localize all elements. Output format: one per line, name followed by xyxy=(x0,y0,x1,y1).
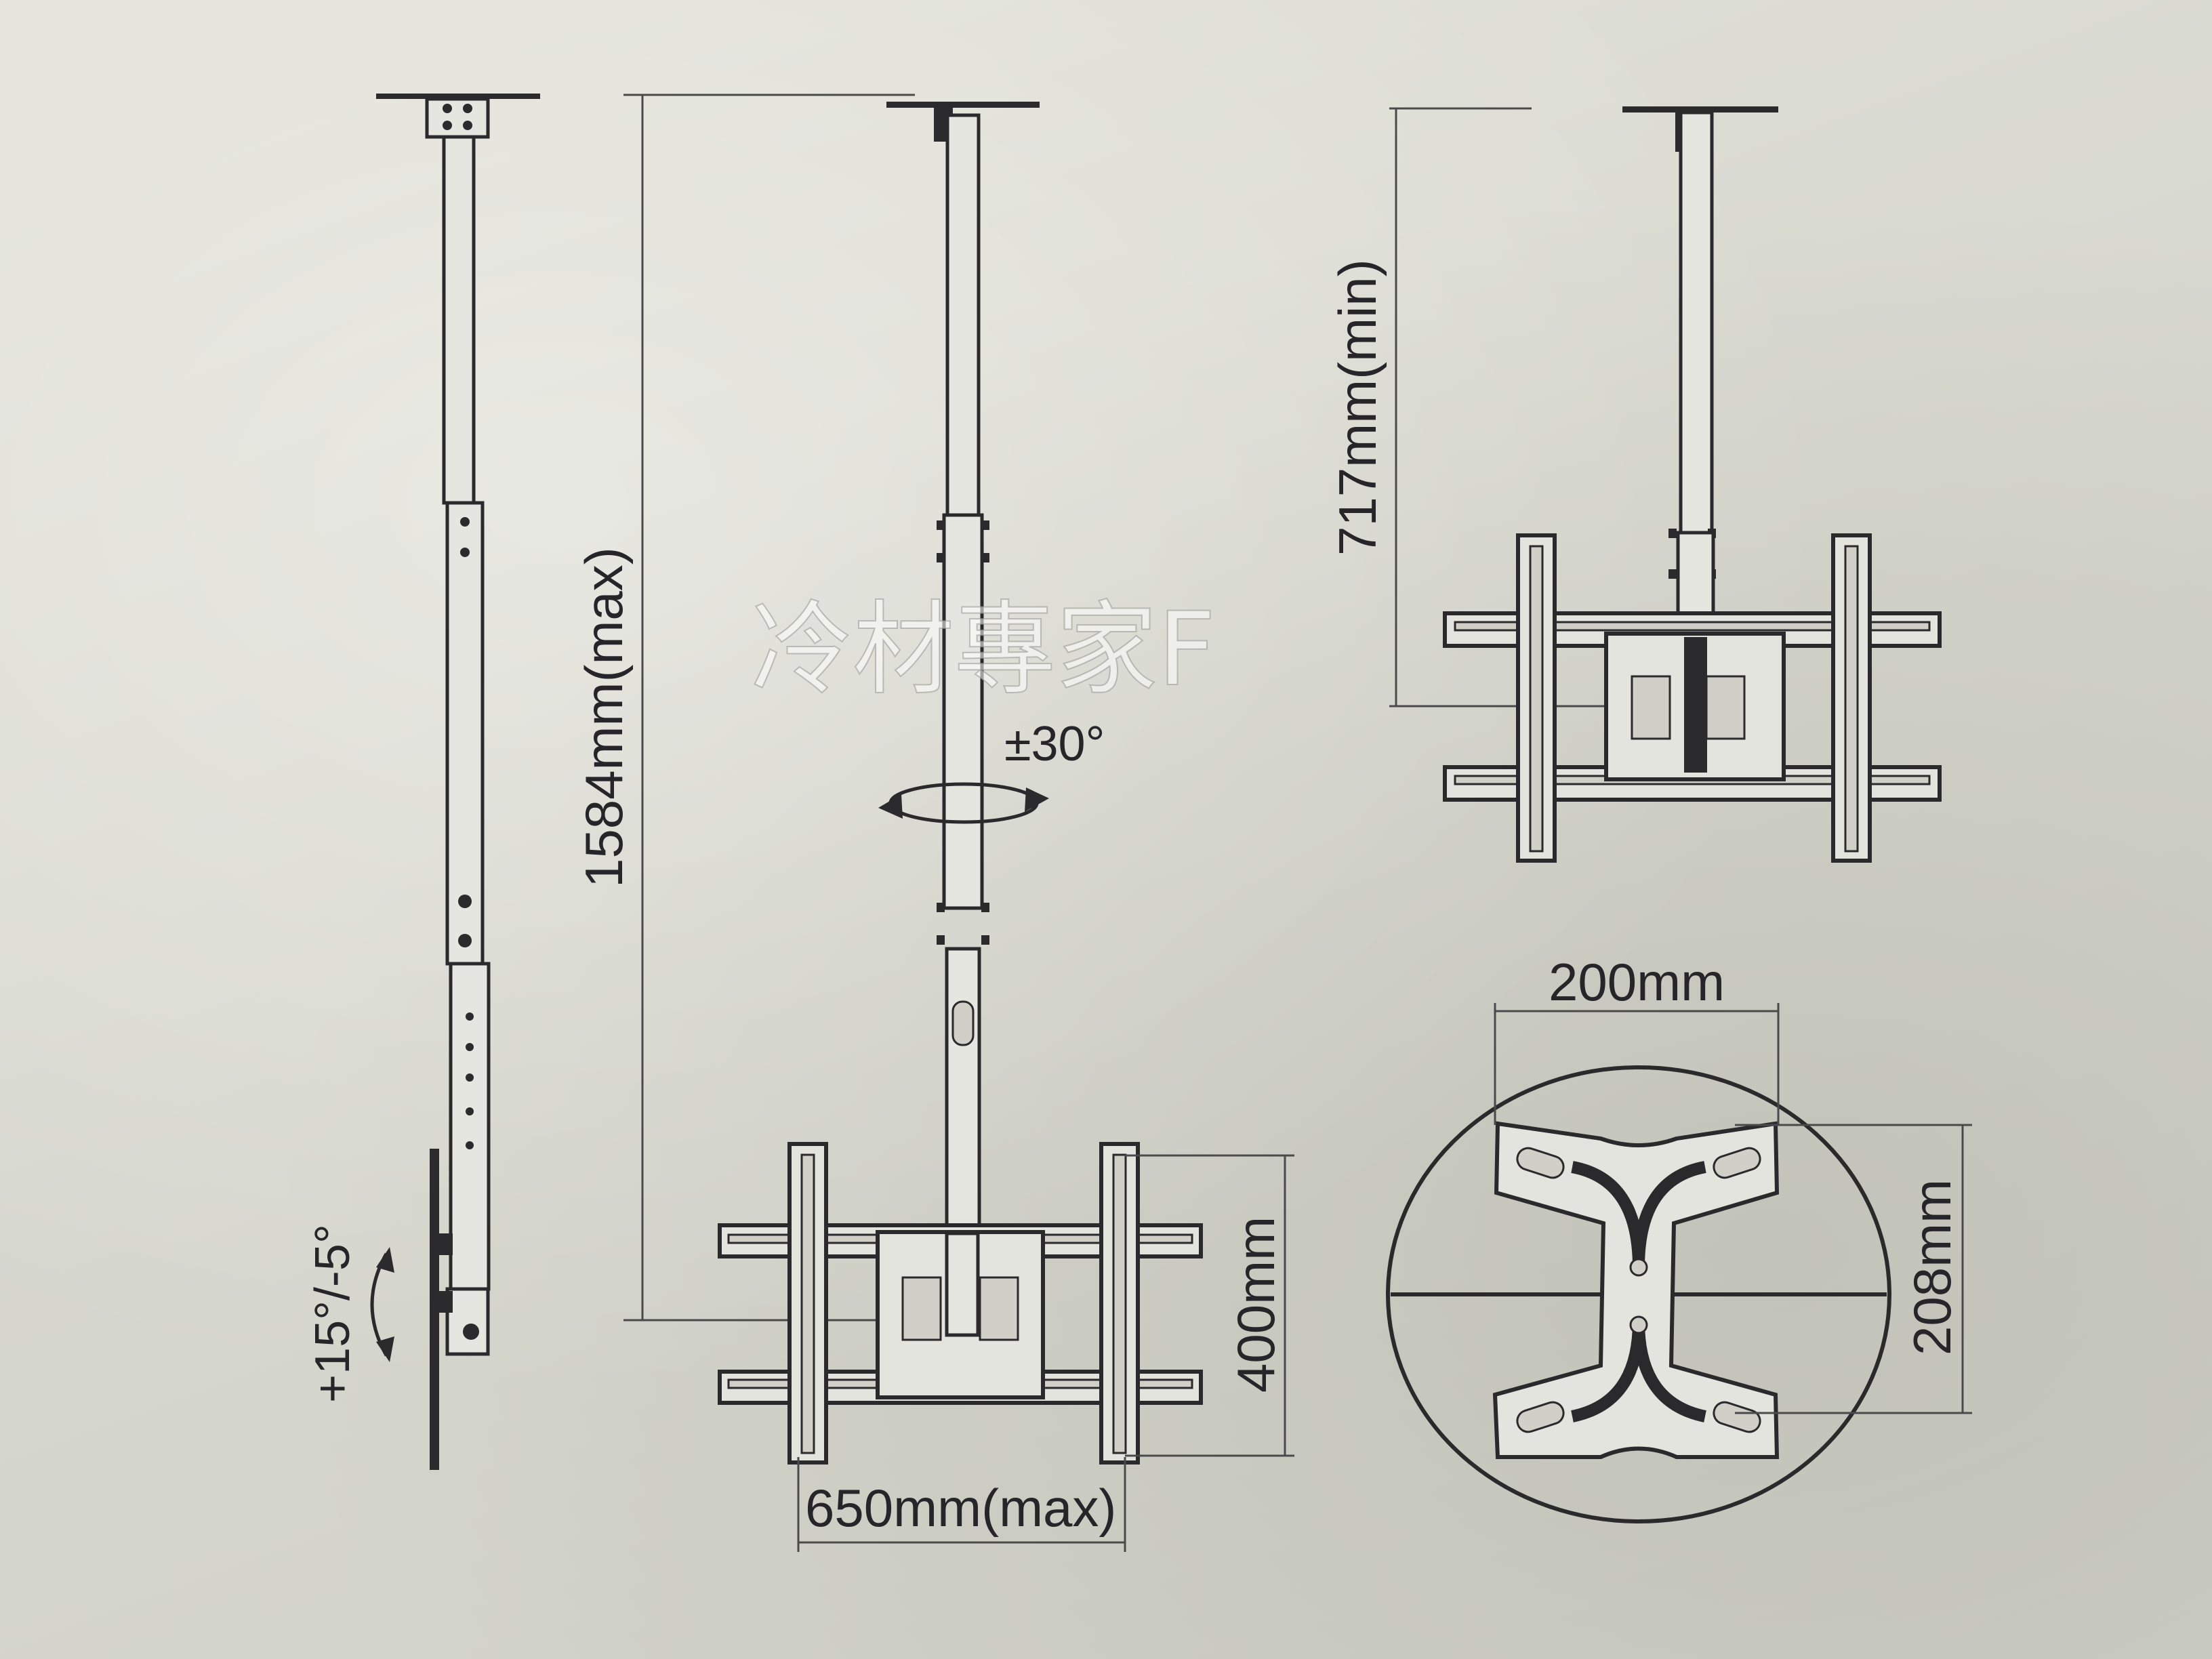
front-view-mount xyxy=(886,102,1040,1337)
min-view-mount xyxy=(1622,106,1778,616)
width-max-label: 650mm(max) xyxy=(805,1478,1116,1538)
swivel-angle-label: ±30° xyxy=(1004,717,1105,771)
plate-height-label: 208mm xyxy=(1902,1179,1962,1355)
plate-width-label: 200mm xyxy=(1549,952,1725,1012)
front-view-bracket xyxy=(718,1142,1203,1465)
side-view-mount xyxy=(376,94,540,1470)
height-max-label: 1584mm(max) xyxy=(574,547,634,888)
height-min-label: 717mm(min) xyxy=(1328,259,1387,556)
swivel-arrow-icon xyxy=(878,782,1049,824)
watermark-text: 冷材專家F xyxy=(751,591,1216,709)
tilt-angle-label: +15°/-5° xyxy=(306,1224,360,1403)
height-min-dimension xyxy=(1389,107,1620,708)
min-view-bracket xyxy=(1443,533,1942,863)
plate-height-dimension xyxy=(1735,1124,1972,1414)
width-max-dimension xyxy=(797,1457,1126,1552)
bracket-height-dimension xyxy=(1125,1154,1294,1457)
plate-detail-circle xyxy=(1386,1065,1891,1523)
bracket-height-label: 400mm xyxy=(1226,1216,1286,1393)
tilt-arrow-icon xyxy=(370,1247,394,1362)
plate-width-dimension xyxy=(1494,1003,1780,1125)
